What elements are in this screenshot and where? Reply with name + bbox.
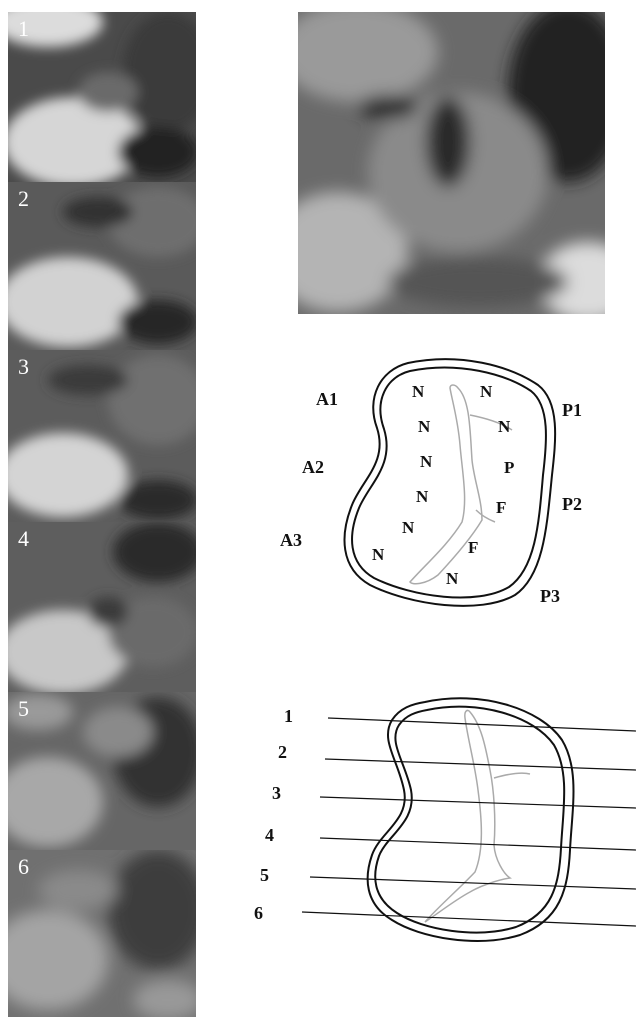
segment-label-a2: A2 [302,457,324,477]
slice-line-4 [320,838,636,850]
slice-line-6 [302,912,636,926]
meniscus-outer-outline [368,698,574,941]
slice-position-diagram: 1 2 3 4 5 6 [254,698,636,941]
segment-label-p2: P2 [562,494,582,514]
slice-line-label-3: 3 [272,783,281,803]
region-label-n: N [416,487,429,506]
segment-label-p1: P1 [562,400,582,420]
tear-branch [494,773,530,778]
slice-line-label-4: 4 [265,825,274,845]
segment-label-a1: A1 [316,389,338,409]
slice-line-5 [310,877,636,889]
slice-line-label-5: 5 [260,865,269,885]
slice-line-1 [328,718,636,731]
tear-line [425,710,510,922]
labeled-meniscus-diagram: A1 A2 A3 P1 P2 P3 N N N N N N N N N P F … [280,359,582,606]
region-label-f: F [496,498,506,517]
slice-line-3 [320,797,636,808]
segment-label-p3: P3 [540,586,560,606]
region-label-p: P [504,458,514,477]
region-label-n: N [412,382,425,401]
region-label-n: N [402,518,415,537]
slice-line-2 [325,759,636,770]
slice-line-label-2: 2 [278,742,287,762]
slice-line-label-1: 1 [284,706,293,726]
tear-branch-lower [476,510,495,522]
region-label-n: N [446,569,459,588]
region-label-f: F [468,538,478,557]
segment-label-a3: A3 [280,530,302,550]
region-label-n: N [480,382,493,401]
region-label-n: N [372,545,385,564]
region-label-n: N [420,452,433,471]
region-label-n: N [498,417,511,436]
region-label-n: N [418,417,431,436]
slice-line-label-6: 6 [254,903,263,923]
